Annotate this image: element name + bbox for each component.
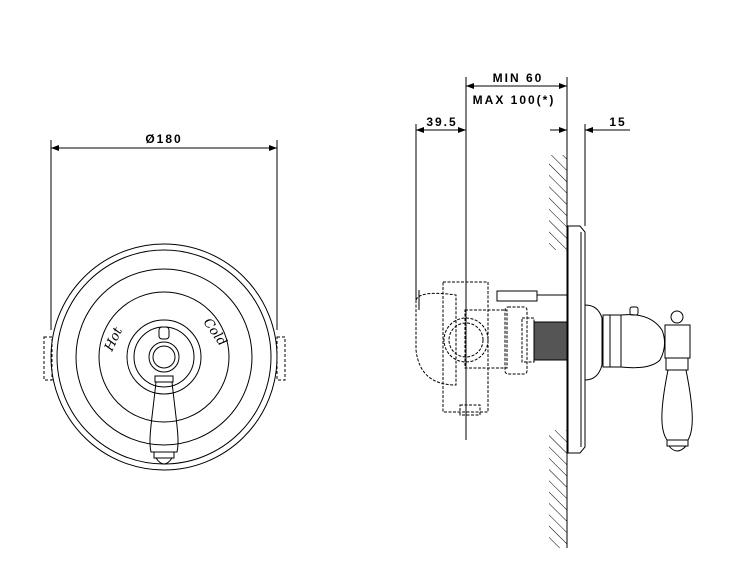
offset-dimension: 39.5 bbox=[415, 115, 466, 300]
diameter-dimension: Ø180 bbox=[50, 132, 278, 330]
front-view: Ø180 Hot Cold bbox=[43, 132, 286, 471]
valve-body bbox=[415, 281, 535, 416]
offset-label: 39.5 bbox=[426, 115, 457, 129]
mounting-lugs bbox=[43, 336, 286, 381]
plate-dimension: 15 bbox=[550, 115, 630, 226]
side-view: MIN 60 MAX 100(*) 39.5 15 bbox=[415, 71, 693, 548]
side-handle[interactable] bbox=[584, 304, 693, 452]
cold-label: Cold bbox=[200, 316, 230, 349]
rosette bbox=[50, 243, 278, 471]
depth-max-label: MAX 100(*) bbox=[473, 93, 556, 107]
spindle bbox=[418, 290, 568, 361]
diameter-label: Ø180 bbox=[145, 132, 182, 146]
plate-label: 15 bbox=[609, 115, 626, 129]
depth-min-label: MIN 60 bbox=[493, 71, 544, 85]
lever-handle[interactable] bbox=[149, 326, 179, 465]
depth-dimension: MIN 60 MAX 100(*) bbox=[465, 71, 568, 440]
wall-plate bbox=[567, 225, 586, 454]
